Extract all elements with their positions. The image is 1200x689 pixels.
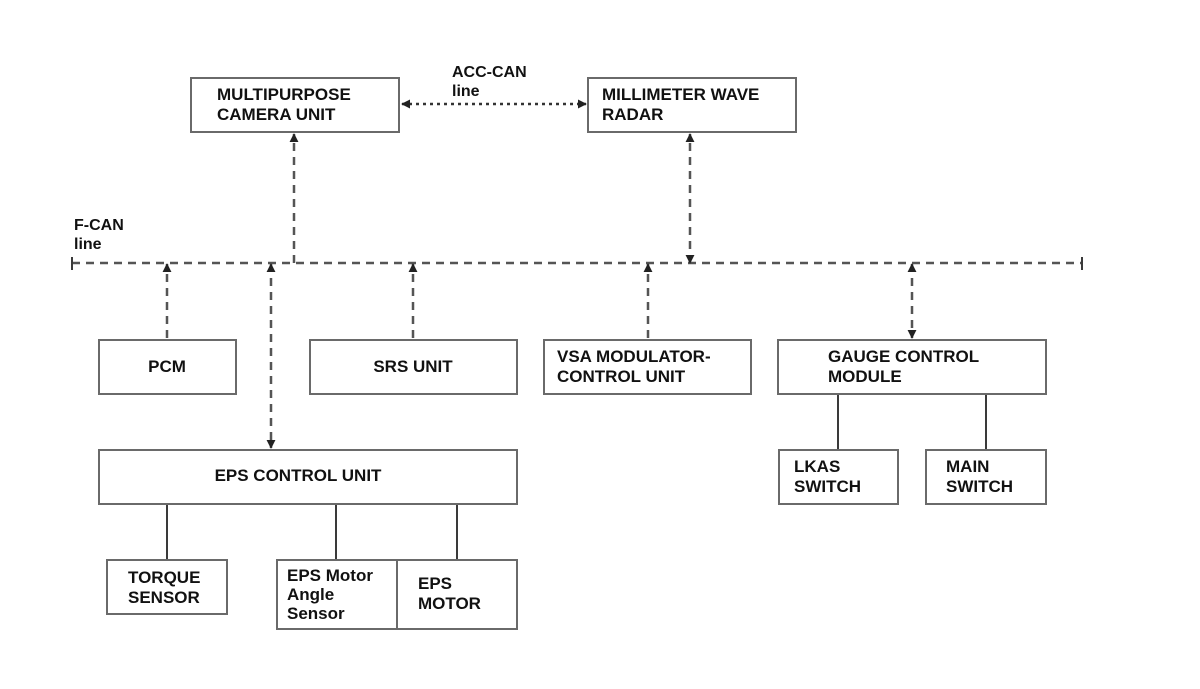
millimeter-wave-radar-box: MILLIMETER WAVE RADAR xyxy=(587,77,797,133)
eps-motor-box: EPS MOTOR xyxy=(396,559,518,630)
gauge-control-module-box: GAUGE CONTROL MODULE xyxy=(777,339,1047,395)
svg-text:PCM: PCM xyxy=(148,357,186,376)
svg-text:CAMERA UNIT: CAMERA UNIT xyxy=(217,105,336,124)
svg-text:EPS CONTROL UNIT: EPS CONTROL UNIT xyxy=(215,466,382,485)
multipurpose-camera-unit-box: MULTIPURPOSE CAMERA UNIT xyxy=(190,77,400,133)
main-switch-box: MAIN SWITCH xyxy=(925,449,1047,505)
svg-text:SWITCH: SWITCH xyxy=(946,477,1013,496)
torque-sensor-box: TORQUE SENSOR xyxy=(106,559,228,615)
acc-can-label-line: line xyxy=(452,83,480,100)
svg-text:EPS Motor: EPS Motor xyxy=(287,566,373,585)
svg-text:CONTROL UNIT: CONTROL UNIT xyxy=(557,367,686,386)
f-can-label: F-CAN xyxy=(74,217,124,234)
eps-motor-angle-sensor-box: EPS Motor Angle Sensor xyxy=(276,559,399,630)
svg-text:LKAS: LKAS xyxy=(794,457,840,476)
svg-text:EPS: EPS xyxy=(418,574,452,593)
svg-text:Sensor: Sensor xyxy=(287,604,345,623)
svg-text:MAIN: MAIN xyxy=(946,457,989,476)
acc-can-label: ACC-CAN xyxy=(452,64,527,81)
svg-text:MULTIPURPOSE: MULTIPURPOSE xyxy=(217,85,351,104)
svg-text:VSA MODULATOR-: VSA MODULATOR- xyxy=(557,347,711,366)
svg-text:MODULE: MODULE xyxy=(828,367,902,386)
svg-text:MOTOR: MOTOR xyxy=(418,594,481,613)
pcm-box: PCM xyxy=(98,339,237,395)
svg-text:TORQUE: TORQUE xyxy=(128,568,200,587)
lkas-switch-box: LKAS SWITCH xyxy=(778,449,899,505)
f-can-label-line: line xyxy=(74,236,102,253)
eps-control-unit-box: EPS CONTROL UNIT xyxy=(98,449,518,505)
svg-text:MILLIMETER WAVE: MILLIMETER WAVE xyxy=(602,85,759,104)
vsa-modulator-control-unit-box: VSA MODULATOR- CONTROL UNIT xyxy=(543,339,752,395)
svg-text:SRS UNIT: SRS UNIT xyxy=(373,357,453,376)
svg-text:RADAR: RADAR xyxy=(602,105,663,124)
svg-text:SENSOR: SENSOR xyxy=(128,588,200,607)
svg-text:Angle: Angle xyxy=(287,585,334,604)
srs-unit-box: SRS UNIT xyxy=(309,339,518,395)
svg-text:GAUGE CONTROL: GAUGE CONTROL xyxy=(828,347,979,366)
svg-text:SWITCH: SWITCH xyxy=(794,477,861,496)
